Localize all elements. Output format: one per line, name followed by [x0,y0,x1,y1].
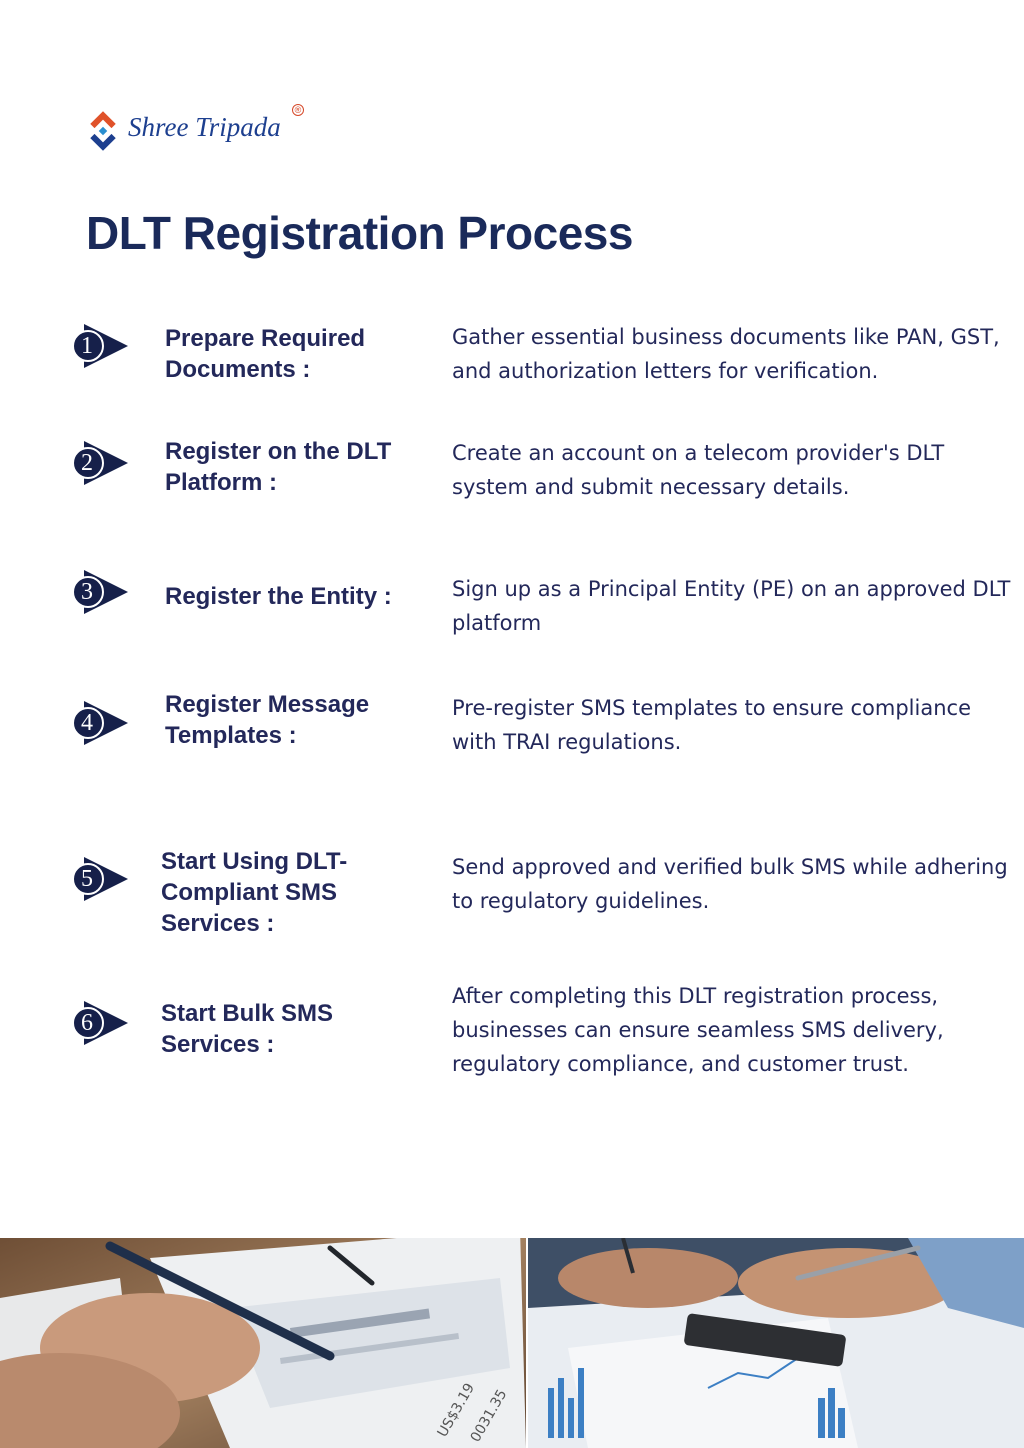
footer-photos: US$3.19 0031.35 [0,1238,1024,1448]
hand-writing-on-documents-photo: US$3.19 0031.35 [0,1238,526,1448]
step-number: 4 [81,710,93,736]
step-number: 1 [81,333,93,359]
brand-logo: Shree Tripada ® [80,104,320,156]
step-number: 2 [81,450,93,476]
hands-with-calculator-and-charts-photo [528,1238,1024,1448]
step-number: 3 [81,579,93,605]
step-title: Register Message Templates : [165,691,370,749]
page-title: DLT Registration Process [86,207,633,259]
step-number: 6 [81,1010,93,1036]
arrow-bullet-icon [72,857,128,901]
step-marker: 2 [70,437,134,489]
step-title: Register on the DLT Platform : [165,438,392,496]
tripada-logo-icon [90,111,116,151]
step-marker: 4 [70,697,134,749]
step-number: 5 [81,866,93,892]
arrow-bullet-icon [72,1001,128,1045]
step-description: Create an account on a telecom provider'… [452,441,945,499]
step-title: Start Using DLT-Compliant SMS Services : [161,848,348,937]
arrow-bullet-icon [72,701,128,745]
step-marker: 6 [70,997,134,1049]
step-description: Gather essential business documents like… [452,325,1000,383]
arrow-bullet-icon [72,570,128,614]
step-description: Sign up as a Principal Entity (PE) on an… [452,577,1011,635]
step-title: Start Bulk SMS Services : [161,1000,334,1058]
step-description: Pre-register SMS templates to ensure com… [452,696,971,754]
step-title: Prepare Required Documents : [165,325,366,383]
registered-mark: ® [292,104,304,116]
step-description: Send approved and verified bulk SMS whil… [452,855,1008,913]
arrow-bullet-icon [72,441,128,485]
brand-name: Shree Tripada [128,112,281,142]
step-marker: 1 [70,320,134,372]
step-title: Register the Entity : [165,583,392,610]
step-marker: 5 [70,853,134,905]
arrow-bullet-icon [72,324,128,368]
step-marker: 3 [70,566,134,618]
step-description: After completing this DLT registration p… [452,984,944,1076]
